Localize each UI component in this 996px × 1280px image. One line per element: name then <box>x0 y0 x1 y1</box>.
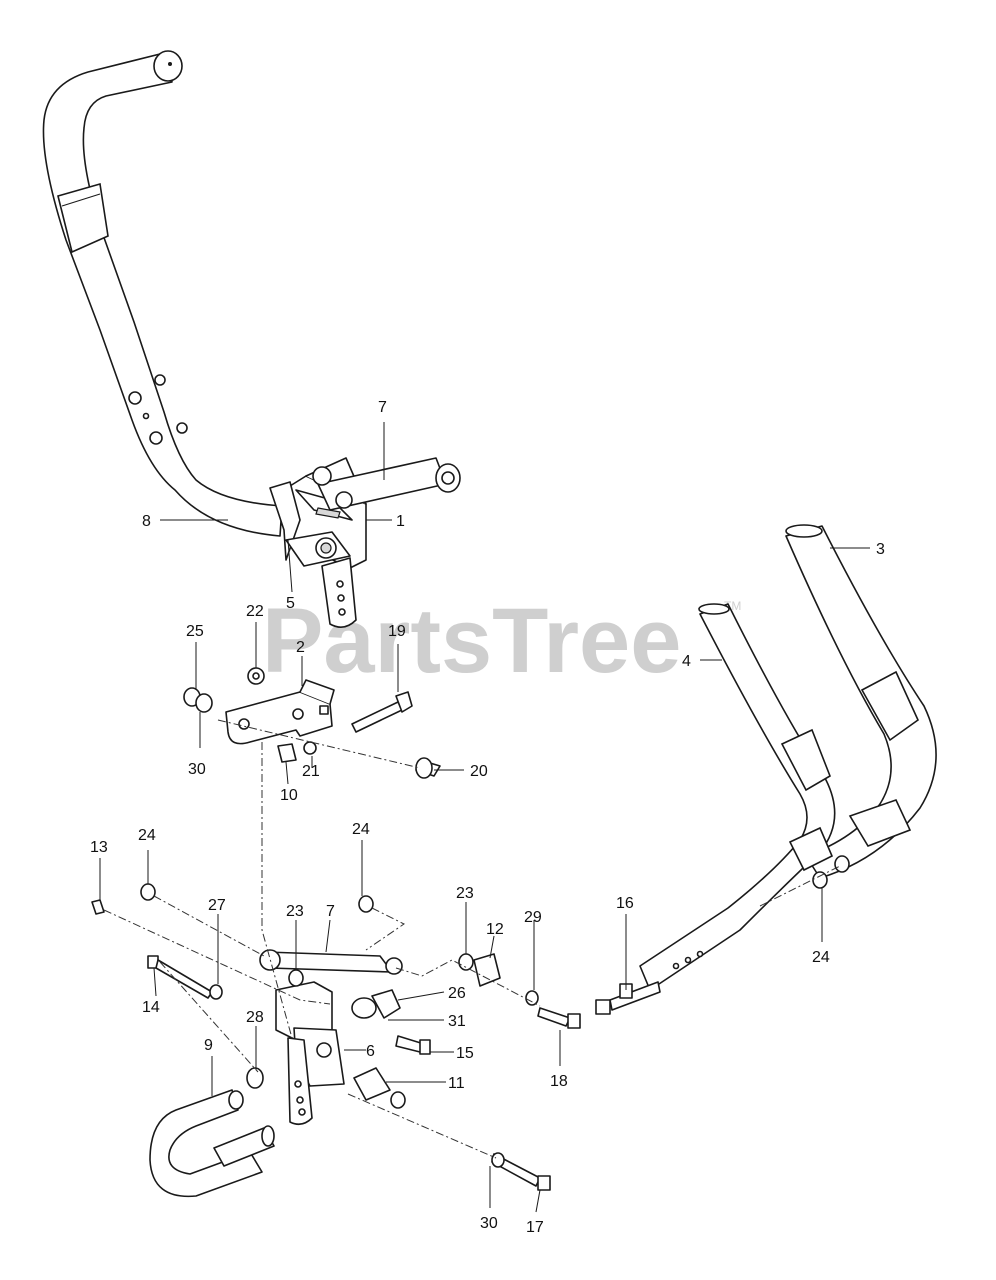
callout-9[interactable]: 9 <box>204 1037 213 1054</box>
callout-24-right[interactable]: 24 <box>812 949 830 966</box>
lower-handle-4[interactable] <box>639 603 836 991</box>
callout-22[interactable]: 22 <box>246 603 264 620</box>
callout-21[interactable]: 21 <box>302 763 320 780</box>
bolt-19[interactable] <box>351 691 413 733</box>
callout-1[interactable]: 1 <box>396 513 405 530</box>
leader-lines <box>99 422 870 1213</box>
callout-16[interactable]: 16 <box>616 895 634 912</box>
callout-29[interactable]: 29 <box>524 909 542 926</box>
bolt-15[interactable] <box>395 1035 431 1055</box>
watermark-text: PartsTree <box>262 590 681 692</box>
assembly-line-24 <box>153 895 265 957</box>
callout-27[interactable]: 27 <box>208 897 226 914</box>
lower-damper-7[interactable] <box>259 949 403 975</box>
callout-7-lower[interactable]: 7 <box>326 903 335 920</box>
nut-24-mid[interactable] <box>358 895 374 913</box>
washer-11-small[interactable] <box>390 1091 406 1109</box>
callout-10[interactable]: 10 <box>280 787 298 804</box>
callout-labels: 7 1 8 5 3 4 22 25 2 19 20 30 10 21 13 24… <box>90 399 885 1236</box>
callout-28[interactable]: 28 <box>246 1009 264 1026</box>
nut-23-right[interactable] <box>458 953 474 971</box>
callout-20[interactable]: 20 <box>470 763 488 780</box>
callout-12[interactable]: 12 <box>486 921 504 938</box>
washer-29[interactable] <box>525 990 539 1006</box>
callout-30-upper[interactable]: 30 <box>188 761 206 778</box>
callout-15[interactable]: 15 <box>456 1045 474 1062</box>
callout-18[interactable]: 18 <box>550 1073 568 1090</box>
callout-7-upper[interactable]: 7 <box>378 399 387 416</box>
pin-20[interactable] <box>415 757 441 779</box>
bolt-14[interactable] <box>147 955 213 999</box>
spacer-12[interactable] <box>473 953 501 987</box>
mount-bracket-2[interactable] <box>225 679 335 745</box>
callout-13[interactable]: 13 <box>90 839 108 856</box>
hardware-26-31-nut-washer[interactable] <box>351 989 401 1019</box>
washer-30-lower[interactable] <box>491 1152 505 1168</box>
lower-bracket-6[interactable] <box>275 981 345 1126</box>
nut-27[interactable] <box>209 984 223 1000</box>
callout-11[interactable]: 11 <box>448 1075 465 1092</box>
nut-23-left[interactable] <box>288 969 304 987</box>
washer-28[interactable] <box>246 1067 264 1089</box>
callout-26[interactable]: 26 <box>448 985 466 1002</box>
callout-5[interactable]: 5 <box>286 595 295 612</box>
callout-23-right[interactable]: 23 <box>456 885 474 902</box>
bolt-16[interactable] <box>595 981 661 1015</box>
bolt-18[interactable] <box>537 1007 581 1029</box>
assembly-line-12 <box>395 959 541 1007</box>
nut-24-left[interactable] <box>140 883 156 901</box>
assembly-line-24b <box>365 907 405 951</box>
callout-31[interactable]: 31 <box>448 1013 466 1030</box>
upper-damper-7[interactable] <box>312 457 461 511</box>
hardware-10-21[interactable] <box>277 741 317 763</box>
callout-30-lower[interactable]: 30 <box>480 1215 498 1232</box>
assembly-line-17 <box>347 1093 497 1159</box>
callout-24-mid[interactable]: 24 <box>352 821 370 838</box>
callout-17[interactable]: 17 <box>526 1219 544 1236</box>
callout-6[interactable]: 6 <box>366 1043 375 1060</box>
assembly-line-vertical <box>261 742 293 1039</box>
callout-24-left[interactable]: 24 <box>138 827 156 844</box>
callout-3[interactable]: 3 <box>876 541 885 558</box>
assembly-line-upper-1 <box>217 719 421 769</box>
left-steering-handle[interactable] <box>42 50 283 537</box>
handle-9[interactable] <box>149 1089 275 1198</box>
callout-8[interactable]: 8 <box>142 513 151 530</box>
hardware-25-30-nut-washer[interactable] <box>183 687 213 713</box>
upper-pivot-mount-5[interactable] <box>269 481 357 628</box>
callout-25[interactable]: 25 <box>186 623 204 640</box>
assembly-line-13 <box>103 909 331 1005</box>
callout-4[interactable]: 4 <box>682 653 691 670</box>
right-handle-3[interactable] <box>785 524 937 879</box>
spacer-11[interactable] <box>353 1067 391 1101</box>
assembly-line-14 <box>159 961 259 1073</box>
screw-13[interactable] <box>91 899 105 915</box>
hardware-22-nut[interactable] <box>247 667 265 685</box>
callout-14[interactable]: 14 <box>142 999 160 1016</box>
assembly-line-24c <box>759 865 841 907</box>
callout-19[interactable]: 19 <box>388 623 406 640</box>
callout-2[interactable]: 2 <box>296 639 305 656</box>
callout-23-left[interactable]: 23 <box>286 903 304 920</box>
